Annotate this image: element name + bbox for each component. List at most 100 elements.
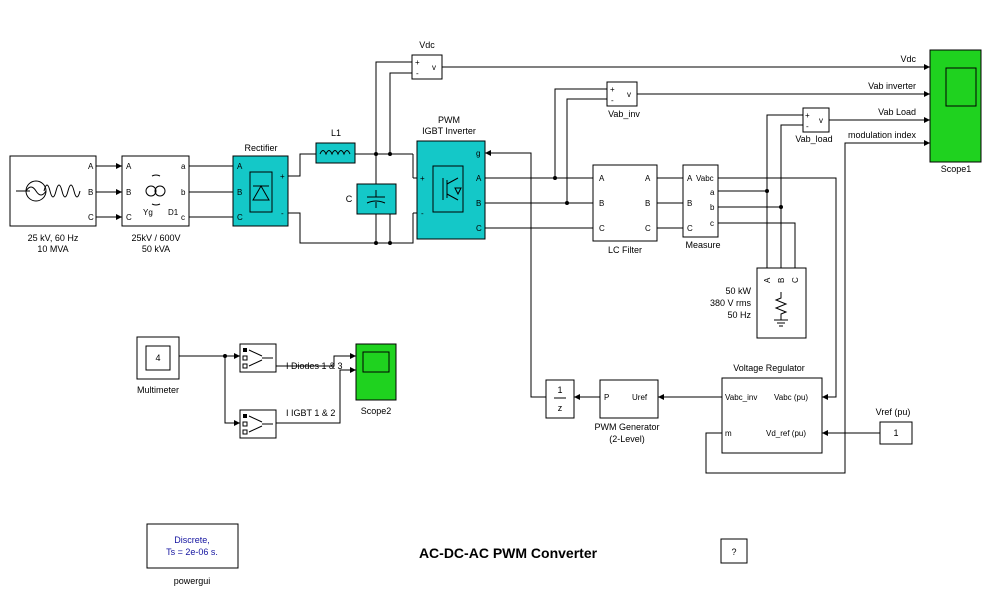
source-port-b: B	[88, 188, 93, 197]
measure-vabc: Vabc	[696, 174, 714, 183]
load-port-A: A	[763, 277, 772, 283]
selector-diodes-block[interactable]	[239, 343, 277, 373]
vref-value: 1	[893, 428, 898, 438]
vdc-v: v	[432, 63, 436, 72]
vdc-measurement-block[interactable]: + - v	[411, 54, 443, 80]
load-label-2: 380 V rms	[710, 298, 752, 308]
xfmr-label-2: 50 kVA	[142, 244, 170, 254]
scope2-block[interactable]	[355, 343, 397, 401]
measure-block[interactable]: A B C Vabc a b c	[682, 164, 719, 238]
scope1-input-vab-load: Vab Load	[878, 107, 916, 117]
igbt-inverter-block[interactable]: g A B C + -	[416, 140, 486, 240]
vab-inv-title: Vab_inv	[608, 109, 640, 119]
inv-port-B: B	[476, 199, 481, 208]
scope1-input-vdc: Vdc	[900, 54, 916, 64]
lc-filter-title: LC Filter	[608, 245, 642, 255]
scope1-input-vab-inverter: Vab inverter	[868, 81, 916, 91]
rectifier-block[interactable]: A B C + -	[232, 155, 289, 227]
vab-load-measurement-block[interactable]: + - v	[802, 107, 830, 133]
vab-inv-measurement-block[interactable]: + - v	[606, 81, 638, 107]
three-phase-source[interactable]: A B C	[9, 155, 97, 227]
rect-port-B: B	[237, 188, 242, 197]
pwm-port-uref: Uref	[632, 393, 648, 402]
scope2-title: Scope2	[361, 406, 392, 416]
delay-num: 1	[557, 385, 562, 395]
inverter-title-1: PWM	[438, 115, 460, 125]
vref-title: Vref (pu)	[876, 407, 911, 417]
vabload-minus: -	[806, 122, 809, 131]
multimeter-value: 4	[155, 353, 160, 363]
transformer-block[interactable]: A B C a b c Yg D1	[121, 155, 190, 227]
lc-port-C-out: C	[645, 224, 651, 233]
lc-port-C-in: C	[599, 224, 605, 233]
wires	[96, 61, 930, 474]
xfmr-port-B: B	[126, 188, 131, 197]
scope1-block[interactable]	[929, 49, 982, 163]
measure-title: Measure	[685, 240, 720, 250]
pwm-generator-block[interactable]: P Uref	[599, 379, 659, 419]
load-port-B: B	[777, 278, 786, 283]
load-label-3: 50 Hz	[727, 310, 751, 320]
source-label-2: 10 MVA	[37, 244, 68, 254]
inv-port-plus: +	[420, 174, 425, 183]
scope1-input-modulation-index: modulation index	[848, 130, 917, 140]
xfmr-port-C: C	[126, 213, 132, 222]
xfmr-port-a: a	[181, 162, 186, 171]
selector-igbt-label: I IGBT 1 & 2	[286, 408, 335, 418]
powergui-line-1: Discrete,	[174, 535, 210, 545]
reg-in-vd-ref: Vd_ref (pu)	[766, 429, 806, 438]
xfmr-port-c: c	[181, 213, 185, 222]
arrowheads	[116, 64, 930, 436]
vabload-v: v	[819, 116, 823, 125]
measure-port-B: B	[687, 199, 692, 208]
measure-port-A: A	[687, 174, 693, 183]
measure-port-C: C	[687, 224, 693, 233]
pwm-gen-title-2: (2-Level)	[609, 434, 645, 444]
inductor-block[interactable]	[315, 142, 356, 164]
multimeter-title: Multimeter	[137, 385, 179, 395]
capacitor-block[interactable]	[356, 183, 397, 215]
reg-in-vabc-pu: Vabc (pu)	[774, 393, 808, 402]
rect-port-minus: -	[281, 209, 284, 218]
vabinv-minus: -	[611, 96, 614, 105]
inv-port-C: C	[476, 224, 482, 233]
rect-port-C: C	[237, 213, 243, 222]
vabload-plus: +	[805, 111, 810, 120]
lc-port-A-in: A	[599, 174, 605, 183]
help-button[interactable]: ?	[720, 538, 748, 564]
lc-port-B-out: B	[645, 199, 650, 208]
help-label: ?	[731, 547, 736, 557]
measure-port-c: c	[710, 219, 714, 228]
unit-delay-block[interactable]: 1 z	[545, 379, 575, 419]
load-port-C: C	[791, 277, 800, 283]
measure-port-b: b	[710, 203, 715, 212]
inv-port-g: g	[476, 149, 480, 158]
xfmr-port-A: A	[126, 162, 132, 171]
lc-port-B-in: B	[599, 199, 604, 208]
rect-port-plus: +	[280, 172, 285, 181]
measure-port-a: a	[710, 188, 715, 197]
rect-port-A: A	[237, 162, 243, 171]
selector-igbt-block[interactable]	[239, 409, 277, 439]
load-label-1: 50 kW	[725, 286, 751, 296]
vref-constant-block[interactable]: 1	[879, 421, 913, 445]
lc-port-A-out: A	[645, 174, 651, 183]
vab-load-title: Vab_load	[795, 134, 832, 144]
xfmr-label-1: 25kV / 600V	[131, 233, 180, 243]
inductor-title: L1	[331, 128, 341, 138]
diagram-title: AC-DC-AC PWM Converter	[419, 545, 598, 561]
xfmr-port-b: b	[181, 188, 186, 197]
reg-out-m: m	[725, 429, 732, 438]
regulator-title: Voltage Regulator	[733, 363, 805, 373]
vabinv-v: v	[627, 90, 631, 99]
powergui-block[interactable]: Discrete, Ts = 2e-06 s.	[146, 523, 239, 569]
lc-filter-block[interactable]: A B C A B C	[592, 164, 658, 242]
voltage-regulator-block[interactable]: Vabc_inv Vabc (pu) m Vd_ref (pu)	[721, 377, 823, 454]
multimeter-block[interactable]: 4	[136, 336, 180, 380]
scope1-title: Scope1	[941, 164, 972, 174]
xfmr-winding-right: D1	[168, 208, 179, 217]
rectifier-title: Rectifier	[244, 143, 277, 153]
rlc-load-block[interactable]: A B C	[756, 267, 807, 339]
source-label-1: 25 kV, 60 Hz	[28, 233, 79, 243]
